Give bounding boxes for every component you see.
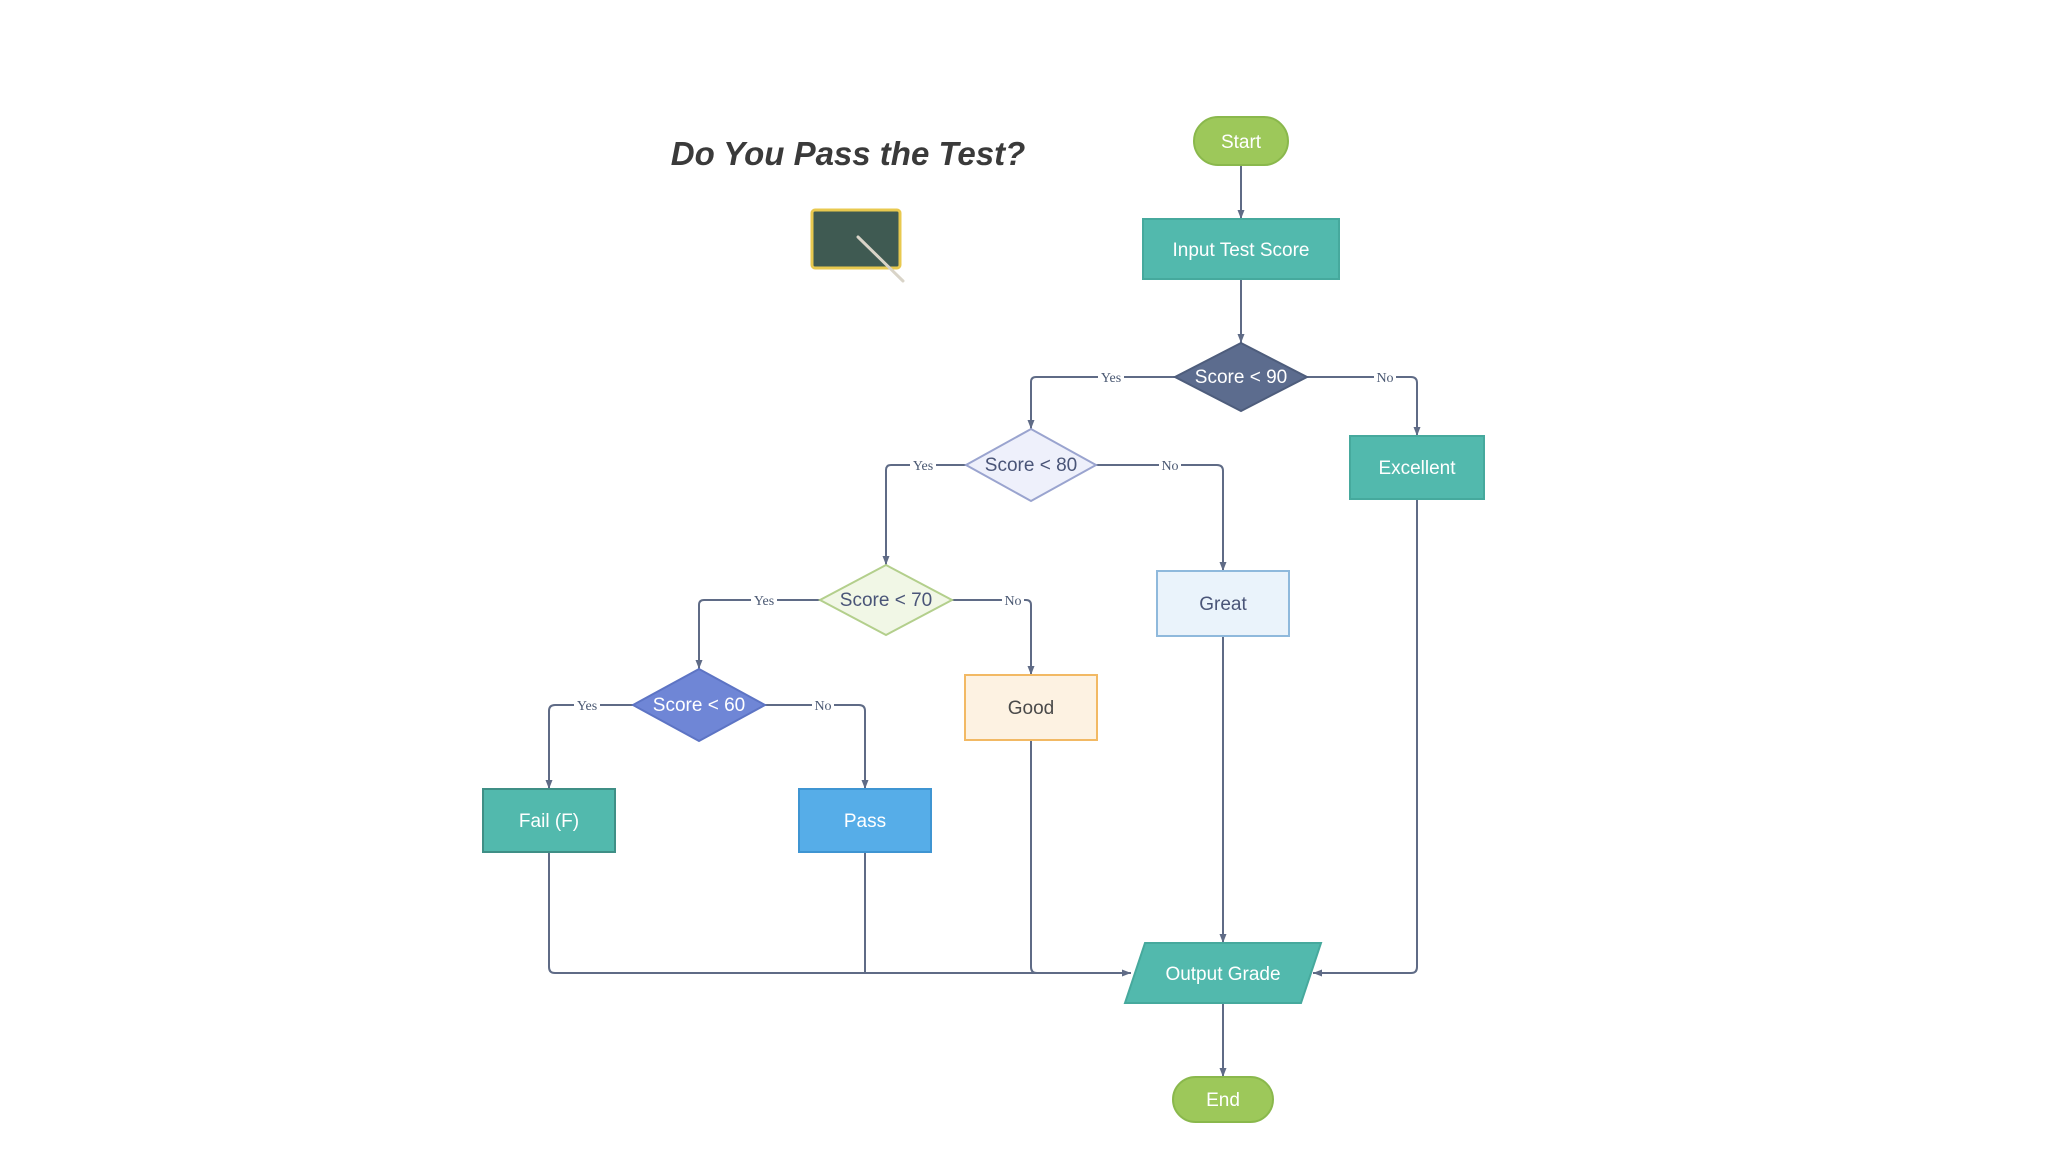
input-node: Input Test Score [1142, 218, 1340, 280]
edge-label-d60-no: No [814, 699, 831, 714]
edge-d90-no [1307, 376, 1421, 436]
decision-score-80: Score < 80 [963, 427, 1099, 503]
pass-node: Pass [798, 788, 932, 853]
connectors [545, 165, 1421, 1077]
good-node: Good [964, 674, 1098, 741]
edge-labels: Yes No Yes No Yes No Yes No [574, 369, 1396, 714]
great-node: Great [1156, 570, 1290, 637]
edge-d60-no [765, 704, 869, 789]
output-node: Output Grade [1123, 942, 1323, 1004]
edge-d80-yes [882, 464, 966, 565]
fail-node: Fail (F) [482, 788, 616, 853]
output-label: Output Grade [1165, 964, 1280, 985]
edge-label-d70-yes: Yes [754, 594, 774, 609]
decision-score-90-label: Score < 90 [1195, 367, 1287, 388]
excellent-node: Excellent [1349, 435, 1485, 500]
pass-label: Pass [844, 811, 886, 832]
edge-d60-yes [545, 704, 633, 789]
edge-d70-yes [695, 599, 820, 669]
decision-score-60-label: Score < 60 [653, 695, 745, 716]
chalkboard-icon [810, 208, 905, 283]
good-label: Good [1008, 698, 1054, 719]
great-label: Great [1199, 594, 1247, 615]
edge-fail-output [548, 852, 1131, 977]
edge-d90-yes [1027, 376, 1175, 429]
edge-label-d60-yes: Yes [577, 699, 597, 714]
start-label: Start [1221, 132, 1262, 153]
edge-label-d70-no: No [1004, 594, 1021, 609]
decision-score-90: Score < 90 [1172, 341, 1310, 413]
edge-label-d80-no: No [1161, 459, 1178, 474]
edge-good-output [1030, 740, 1131, 974]
fail-label: Fail (F) [519, 811, 579, 832]
excellent-label: Excellent [1378, 458, 1456, 479]
end-node: End [1172, 1076, 1274, 1123]
end-label: End [1206, 1090, 1240, 1111]
edge-excellent-output [1313, 499, 1418, 977]
diagram-title: Do You Pass the Test? [671, 135, 1026, 172]
decision-score-70-label: Score < 70 [840, 590, 932, 611]
edge-label-d90-yes: Yes [1101, 371, 1121, 386]
edge-label-d80-yes: Yes [913, 459, 933, 474]
edge-label-d90-no: No [1376, 371, 1393, 386]
start-node: Start [1193, 116, 1289, 166]
decision-score-60: Score < 60 [630, 667, 768, 743]
edge-d80-no [1096, 464, 1227, 571]
input-label: Input Test Score [1173, 240, 1310, 261]
edge-d70-no [952, 599, 1035, 675]
decision-score-80-label: Score < 80 [985, 455, 1077, 476]
decision-score-70: Score < 70 [817, 563, 955, 637]
